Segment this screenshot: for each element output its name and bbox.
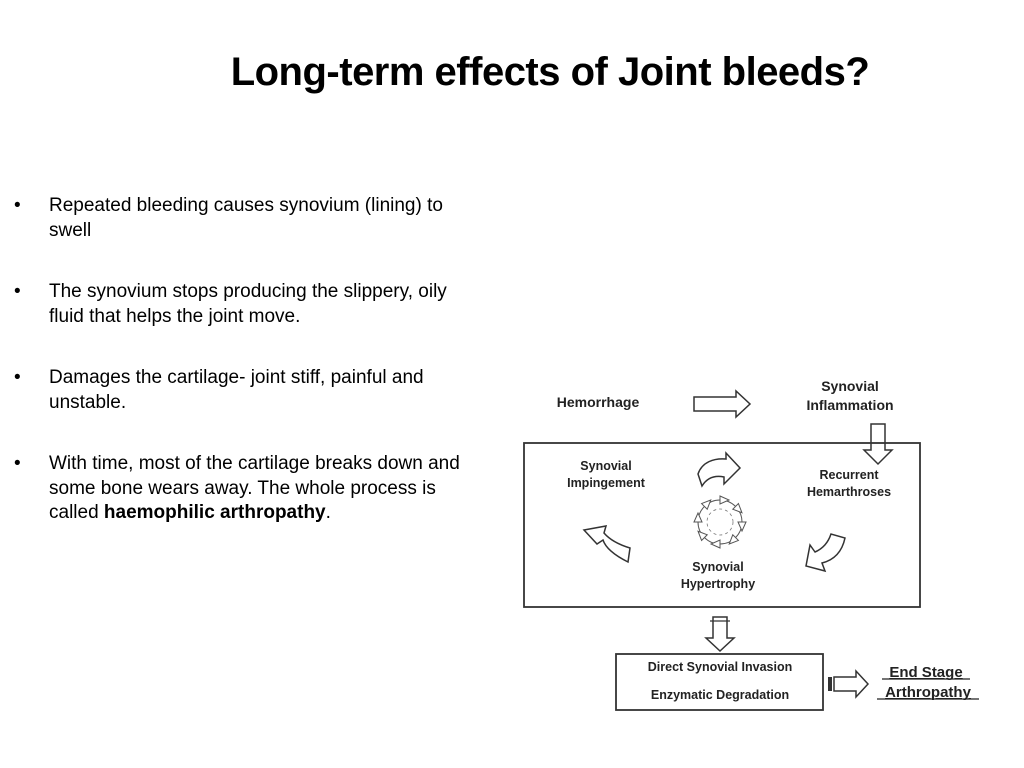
degradation-box xyxy=(615,653,824,711)
bullet-text: With time, most of the cartilage breaks … xyxy=(49,453,460,523)
bullet-item: • The synovium stops producing the slipp… xyxy=(14,280,464,329)
curved-arrow-left-icon xyxy=(582,525,631,564)
synovial-hypertrophy-label-1: Synovial xyxy=(692,560,743,574)
bullet-text: Damages the cartilage- joint stiff, pain… xyxy=(49,367,424,413)
bullet-list: • Repeated bleeding causes synovium (lin… xyxy=(14,194,464,563)
bullet-dot: • xyxy=(14,195,21,216)
curved-arrow-right-icon xyxy=(805,533,846,573)
end-stage-label-2: Arthropathy xyxy=(885,684,971,701)
bullet-item: • With time, most of the cartilage break… xyxy=(14,452,464,526)
bullet-bold-term: haemophilic arthropathy xyxy=(103,502,326,523)
bullet-dot: • xyxy=(14,453,21,474)
hemorrhage-label: Hemorrhage xyxy=(557,394,640,410)
synovial-inflammation-label-2: Inflammation xyxy=(806,397,893,413)
synovial-hypertrophy-label-2: Hypertrophy xyxy=(681,577,755,591)
recurrent-hemarthroses-label-2: Hemarthroses xyxy=(807,485,891,499)
cycle-arrows-icon xyxy=(693,495,747,549)
synovial-impingement-label-1: Synovial xyxy=(580,459,631,473)
bullet-text: Repeated bleeding causes synovium (linin… xyxy=(49,195,443,241)
bullet-item: • Damages the cartilage- joint stiff, pa… xyxy=(14,366,464,415)
synovial-impingement-label-2: Impingement xyxy=(567,476,646,490)
cycle-box xyxy=(523,442,921,608)
arrow-down-lower-icon xyxy=(704,616,736,653)
direct-synovial-invasion-label: Direct Synovial Invasion xyxy=(648,660,793,674)
bullet-dot: • xyxy=(14,281,21,302)
bullet-dot: • xyxy=(14,367,21,388)
arrow-right-icon xyxy=(693,389,752,419)
arrow-right-end-icon xyxy=(828,669,870,699)
bullet-item: • Repeated bleeding causes synovium (lin… xyxy=(14,194,464,243)
arrow-down-icon xyxy=(862,423,894,466)
enzymatic-degradation-label: Enzymatic Degradation xyxy=(651,688,789,702)
end-stage-label-1: End Stage xyxy=(889,664,962,681)
bullet-text: The synovium stops producing the slipper… xyxy=(49,281,447,327)
curved-arrow-top-icon xyxy=(697,451,742,488)
recurrent-hemarthroses-label-1: Recurrent xyxy=(819,468,879,482)
synovial-inflammation-label-1: Synovial xyxy=(821,378,879,394)
bullet-text-end: . xyxy=(325,502,331,523)
slide-title: Long-term effects of Joint bleeds? xyxy=(230,50,870,94)
